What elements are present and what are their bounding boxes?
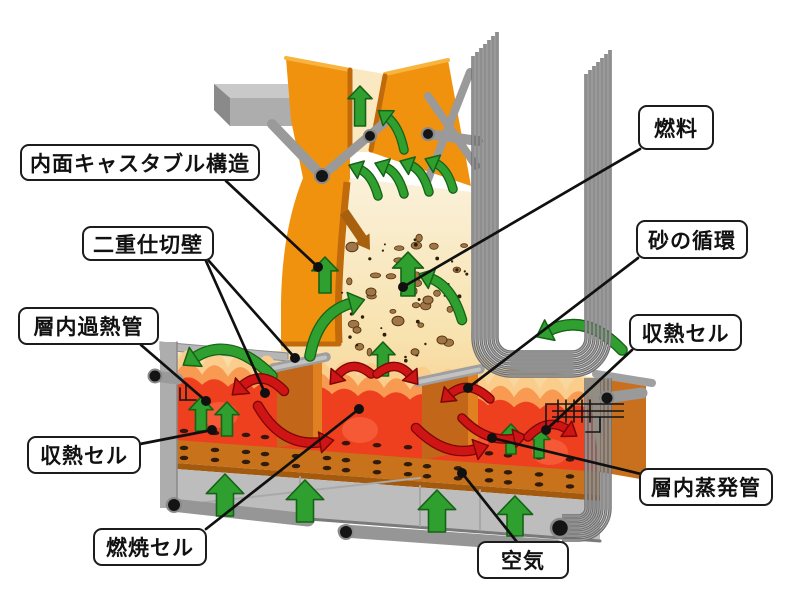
tube-banks	[471, 32, 612, 542]
support-struts	[267, 68, 483, 186]
castable-side-wall	[281, 178, 350, 345]
furnace-walls	[280, 56, 471, 347]
leader-lines	[138, 147, 643, 544]
tube-manifold-sketch	[545, 387, 648, 433]
